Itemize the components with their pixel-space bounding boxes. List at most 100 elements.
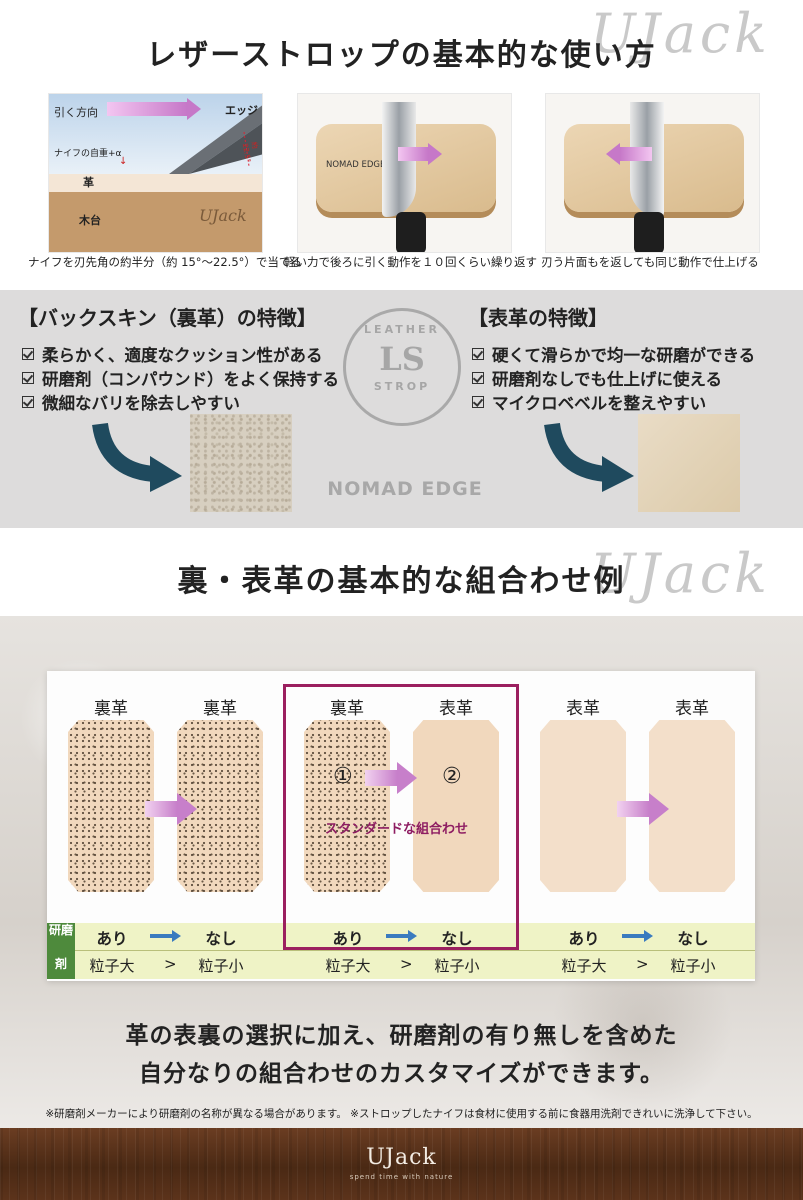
usage-section: UJack レザーストロップの基本的な使い方 引く方向 エッジ 約22.5° ナ… xyxy=(0,0,803,290)
feature-text: 研磨剤（コンパウンド）をよく保持する xyxy=(42,370,339,389)
leather-label: 革 xyxy=(83,176,94,189)
buckskin-feature-3: 微細なバリを除去しやすい xyxy=(22,390,240,414)
footer-tagline: spend time with nature xyxy=(349,1173,454,1181)
curved-arrow-icon xyxy=(92,422,182,492)
curved-arrow-icon xyxy=(544,422,634,492)
buckskin-feature-2: 研磨剤（コンパウンド）をよく保持する xyxy=(22,366,339,390)
summary-line-1: 革の表裏の選択に加え、研磨剤の有り無しを含めた xyxy=(125,1023,678,1049)
row-header-compound: 研磨 xyxy=(47,923,75,951)
knife-handle xyxy=(396,212,426,252)
pair-arrow-body xyxy=(365,770,397,786)
compound-cell: あり xyxy=(568,930,600,948)
column-label-6: 表革 xyxy=(675,699,709,719)
buckskin-title: 【バックスキン（裏革）の特徴】 xyxy=(18,306,317,330)
row-header-agent: 剤 xyxy=(47,951,75,979)
buckskin-swatch xyxy=(190,414,292,512)
diagram-blade xyxy=(169,105,262,174)
pair-arrow-icon xyxy=(177,793,197,825)
column-label-5: 表革 xyxy=(566,699,600,719)
diagram-leather-layer xyxy=(49,174,262,192)
compound-cell: なし xyxy=(677,930,709,948)
checkbox-icon xyxy=(472,348,484,360)
stropping-diagram: 引く方向 エッジ 約22.5° ナイフの自重+α ↓ 革 木台 UJack xyxy=(48,93,263,253)
stropping-photo-pull: NOMAD EDGE xyxy=(297,93,512,253)
small-arrow-body xyxy=(150,934,172,938)
step-2-badge: ② xyxy=(442,764,462,789)
particle-cell: 粒子大 xyxy=(89,957,135,975)
combination-section: UJack 裏・表革の基本的な組合わせ例 裏革 裏革 裏革 表革 表革 表革 ①… xyxy=(0,528,803,1128)
direction-arrow-body xyxy=(107,102,187,116)
column-label-4: 表革 xyxy=(439,699,473,719)
grain-feature-2: 研磨剤なしでも仕上げに使える xyxy=(472,366,722,390)
standard-combination-highlight xyxy=(283,684,519,950)
grain-leather-swatch xyxy=(638,414,740,512)
small-arrow-body xyxy=(386,934,408,938)
grain-feature-1: 硬くて滑らかで均一な研磨ができる xyxy=(472,342,755,366)
push-arrow-body xyxy=(620,147,652,161)
compound-cell: なし xyxy=(205,930,237,948)
features-section: LEATHER LS STROP NOMAD EDGE 【バックスキン（裏革）の… xyxy=(0,290,803,528)
compound-cell: なし xyxy=(441,930,473,948)
block-brand: NOMAD EDGE xyxy=(326,160,386,170)
particle-cell: 粒子小 xyxy=(434,957,480,975)
compound-cell: あり xyxy=(332,930,364,948)
checkbox-icon xyxy=(22,372,34,384)
small-arrow-icon xyxy=(644,930,653,942)
stamp-brand: NOMAD EDGE xyxy=(327,478,483,500)
stamp-monogram: LS xyxy=(379,340,425,378)
particle-separator: > xyxy=(400,955,413,973)
compound-cell: あり xyxy=(96,930,128,948)
usage-title: レザーストロップの基本的な使い方 xyxy=(146,38,657,73)
signature-watermark: UJack xyxy=(590,542,771,605)
small-arrow-icon xyxy=(408,930,417,942)
direction-arrow-icon xyxy=(187,98,201,120)
pair-arrow-icon xyxy=(649,793,669,825)
summary-line-2: 自分なりの組合わせのカスタマイズができます。 xyxy=(138,1061,664,1087)
base-label: 木台 xyxy=(79,214,101,227)
row-divider xyxy=(75,950,755,951)
particle-cell: 粒子大 xyxy=(561,957,607,975)
caption-2: 軽い力で後ろに引く動作を１０回くらい繰り返す xyxy=(284,255,537,269)
pair-arrow-icon xyxy=(397,762,417,794)
weight-label: ナイフの自重+α xyxy=(54,149,122,159)
feature-text: 研磨剤なしでも仕上げに使える xyxy=(492,370,723,389)
combination-title: 裏・表革の基本的な組合わせ例 xyxy=(177,564,626,599)
checkbox-icon xyxy=(472,372,484,384)
caption-3: 刃う片面もを返しても同じ動作で仕上げる xyxy=(541,255,759,269)
buckskin-card xyxy=(304,720,390,892)
stamp-bottom-text: STROP xyxy=(373,380,431,393)
grain-feature-3: マイクロベベルを整えやすい xyxy=(472,390,706,414)
direction-label: 引く方向 xyxy=(54,106,98,119)
footer-brand-logo: UJack xyxy=(366,1145,437,1170)
step-1-badge: ① xyxy=(333,764,353,789)
caption-1: ナイフを刃先角の約半分（約 15°～22.5°）で当てる xyxy=(28,255,302,269)
grain-leather-title: 【表革の特徴】 xyxy=(468,306,608,330)
column-label-3: 裏革 xyxy=(330,699,364,719)
buckskin-card xyxy=(68,720,154,892)
pull-arrow-icon xyxy=(428,143,442,165)
column-label-2: 裏革 xyxy=(203,699,237,719)
grain-leather-card xyxy=(540,720,626,892)
checkbox-icon xyxy=(22,396,34,408)
particle-separator: > xyxy=(164,955,177,973)
column-label-1: 裏革 xyxy=(94,699,128,719)
small-arrow-body xyxy=(622,934,644,938)
weight-arrow-icon: ↓ xyxy=(119,156,128,167)
particle-separator: > xyxy=(636,955,649,973)
row-particle xyxy=(75,951,755,979)
leather-strop-stamp: LEATHER LS STROP xyxy=(343,308,461,426)
stropping-photo-flip xyxy=(545,93,760,253)
diagram-signature: UJack xyxy=(199,206,247,225)
particle-cell: 粒子小 xyxy=(670,957,716,975)
small-arrow-icon xyxy=(172,930,181,942)
stamp-top-text: LEATHER xyxy=(364,323,440,336)
footnote: ※研磨剤メーカーにより研磨剤の名称が異なる場合があります。 ※ストロップしたナイ… xyxy=(45,1108,758,1120)
standard-combination-label: スタンダードな組合わせ xyxy=(325,822,469,837)
particle-cell: 粒子小 xyxy=(198,957,244,975)
angle-label: 約22.5° xyxy=(240,141,259,164)
push-arrow-icon xyxy=(606,143,620,165)
checkbox-icon xyxy=(472,396,484,408)
knife-handle xyxy=(634,212,664,252)
buckskin-feature-1: 柔らかく、適度なクッション性がある xyxy=(22,342,323,366)
grain-leather-card xyxy=(413,720,499,892)
